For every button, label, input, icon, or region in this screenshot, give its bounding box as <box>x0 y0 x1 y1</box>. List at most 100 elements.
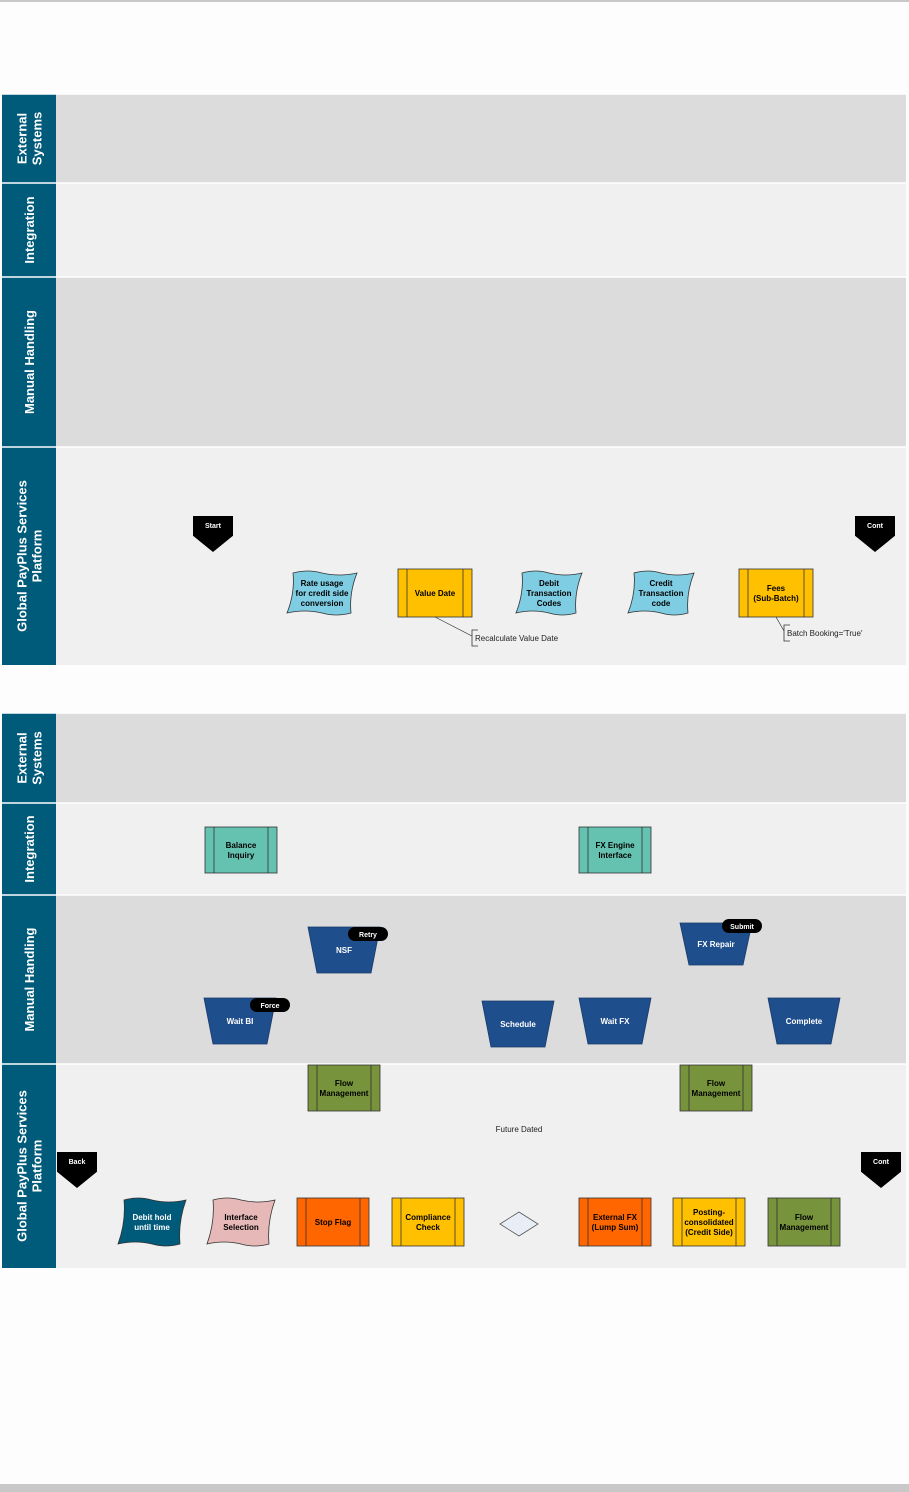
process-box <box>391 1197 465 1247</box>
process-box <box>738 568 814 618</box>
node-extfx[interactable]: External FX(Lump Sum) <box>578 1197 652 1247</box>
page-top-rule <box>0 0 909 2</box>
event-shape <box>861 1152 901 1188</box>
data-shape <box>117 1197 187 1247</box>
process-box <box>672 1197 746 1247</box>
node-complete[interactable]: Complete <box>767 997 841 1045</box>
event-shape <box>193 516 233 552</box>
node-schedule[interactable]: Schedule <box>481 1000 555 1048</box>
note-recalc: Recalculate Value Date <box>434 616 559 647</box>
data-shape <box>286 570 358 616</box>
note-text: Recalculate Value Date <box>475 634 559 643</box>
node-start[interactable]: Start <box>193 516 233 552</box>
node-label: Value Date <box>415 589 456 598</box>
swimlane-label: Manual Handling <box>22 927 37 1031</box>
manual-shape <box>578 997 652 1045</box>
swimlane-label: Integration <box>22 196 37 263</box>
swimlane-body-1-0 <box>56 713 906 803</box>
event-shape <box>57 1152 97 1188</box>
swimlane-header-1-3 <box>2 1064 56 1268</box>
process-box <box>397 568 473 618</box>
swimlane-label: ExternalSystems <box>15 731 45 784</box>
label-future: Future Dated <box>496 1125 543 1134</box>
node-waitfx[interactable]: Wait FX <box>578 997 652 1045</box>
swimlane-label: Global PayPlus ServicesPlatform <box>15 1090 45 1242</box>
swimlane-body-0-3 <box>56 447 906 665</box>
badge-retry[interactable]: Retry <box>348 927 388 941</box>
process-box <box>296 1197 370 1247</box>
event-shape <box>855 516 895 552</box>
swimlane-label: Integration <box>22 815 37 882</box>
note-leader <box>434 616 473 637</box>
swimlane-body-1-3 <box>56 1064 906 1268</box>
swimlane-header-0-1 <box>2 183 56 277</box>
badge-pill <box>722 919 762 933</box>
swimlane-label: Manual Handling <box>22 310 37 414</box>
node-cont1[interactable]: Cont <box>855 516 895 552</box>
note-text: Batch Booking='True' <box>787 629 863 638</box>
note-bracket <box>471 629 478 647</box>
event-label: Cont <box>873 1159 890 1166</box>
badge-label: Submit <box>730 924 754 931</box>
node-label: Schedule <box>500 1020 536 1029</box>
process-box <box>767 1197 841 1247</box>
node-label: NSF <box>336 946 352 955</box>
swimlane-header-0-2 <box>2 277 56 447</box>
process-box <box>204 826 278 874</box>
node-label: Complete <box>786 1017 823 1026</box>
node-posting[interactable]: Posting-consolidated(Credit Side) <box>672 1197 746 1247</box>
swimlane-header-0-3 <box>2 447 56 665</box>
edge-label-bg <box>490 1123 548 1135</box>
node-valuedate[interactable]: Value Date <box>397 568 473 618</box>
node-stopflag[interactable]: Stop Flag <box>296 1197 370 1247</box>
badge-submit[interactable]: Submit <box>722 919 762 933</box>
node-label: Fees(Sub-Batch) <box>753 584 799 603</box>
badge-force[interactable]: Force <box>250 998 290 1012</box>
decision-diamond <box>499 1211 539 1237</box>
note-batch: Batch Booking='True' <box>775 616 863 642</box>
node-label: FX Repair <box>697 940 734 949</box>
node-back[interactable]: Back <box>57 1152 97 1188</box>
swimlane-header-0-0 <box>2 94 56 183</box>
node-cont2[interactable]: Cont <box>861 1152 901 1188</box>
node-label: Posting-consolidated(Credit Side) <box>684 1208 733 1237</box>
page-bottom-bar <box>0 1484 909 1492</box>
note-leader <box>775 616 785 632</box>
node-label: Stop Flag <box>315 1218 352 1227</box>
swimlane-header-1-2 <box>2 895 56 1064</box>
swimlane-header-1-0 <box>2 713 56 803</box>
manual-shape <box>481 1000 555 1048</box>
badge-label: Force <box>260 1003 279 1010</box>
node-label: Wait BI <box>227 1017 254 1026</box>
badge-pill <box>348 927 388 941</box>
swimlane-label: Global PayPlus ServicesPlatform <box>15 480 45 632</box>
event-label: Start <box>205 523 222 530</box>
node-fees[interactable]: Fees(Sub-Batch) <box>738 568 814 618</box>
data-shape <box>627 570 695 616</box>
swimlane-label: ExternalSystems <box>15 112 45 165</box>
swimlane-body-0-0 <box>56 94 906 183</box>
node-gateway[interactable] <box>499 1211 539 1237</box>
process-box <box>307 1064 381 1112</box>
swimlane-body-0-2 <box>56 277 906 447</box>
